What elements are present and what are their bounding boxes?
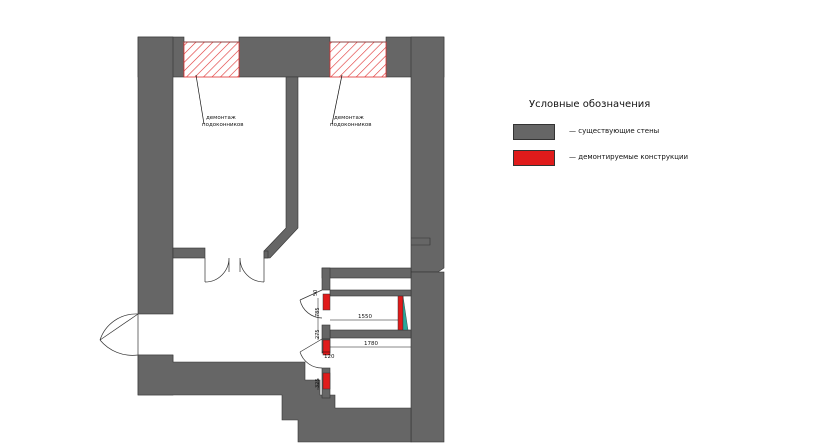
wall-center-partition: [263, 76, 299, 259]
entry-door: [99, 313, 139, 356]
wall-bath-left-mid: [321, 324, 331, 340]
legend-item-existing-walls: — существующие стены: [513, 124, 803, 142]
dim-120: 120: [324, 354, 335, 360]
legend-swatch-demolished: [513, 150, 555, 166]
wall-left-room-bottom-b: [263, 250, 269, 259]
green-element: [402, 295, 409, 331]
demolish-partition-1: [322, 293, 331, 311]
legend-label-demolished: — демонтируемые конструкции: [569, 153, 689, 161]
wall-bath-mid: [329, 329, 412, 339]
wall-right-room-bottom: [321, 267, 412, 279]
annotation-leaders: [195, 74, 343, 125]
doors: [99, 257, 323, 369]
legend-item-demolished: — демонтируемые конструкции: [513, 150, 803, 168]
double-door: [204, 257, 265, 283]
wall-left-room-bottom-a: [172, 247, 206, 259]
wall-right-upper: [410, 36, 445, 273]
wall-right-lower: [410, 271, 445, 443]
legend-title: Условные обозначения: [529, 99, 651, 110]
wall-bath-top: [329, 289, 412, 297]
demolish-partition-3: [322, 372, 331, 390]
dim-1550: 1550: [358, 314, 372, 320]
existing-walls: [137, 36, 445, 443]
wall-top-middle: [238, 36, 331, 78]
dim-785: 785: [315, 307, 321, 317]
demolish-partition-2: [322, 339, 331, 356]
dim-1780: 1780: [364, 341, 378, 347]
window-sill-right: [329, 41, 387, 78]
dim-325: 325: [315, 378, 321, 388]
legend-label-walls: — существующие стены: [569, 127, 660, 135]
annotation-left-line2: подоконников: [202, 122, 244, 128]
annotation-right-line1: демонтаж: [334, 115, 364, 121]
annotation-left-line1: демонтаж: [206, 115, 236, 121]
demolish-partition-4: [397, 295, 404, 331]
bath-door-1: [299, 289, 323, 319]
wall-bottom: [137, 354, 412, 443]
annotation-right-line2: подоконников: [330, 122, 372, 128]
dim-50: 50: [313, 290, 319, 296]
wall-bath-left: [321, 267, 331, 291]
dim-275: 275: [315, 329, 321, 339]
legend-swatch-walls: [513, 124, 555, 140]
window-sill-left: [183, 41, 240, 78]
bath-door-2: [299, 338, 323, 369]
dimension-lines: [317, 298, 411, 390]
wall-left-upper: [137, 36, 174, 315]
